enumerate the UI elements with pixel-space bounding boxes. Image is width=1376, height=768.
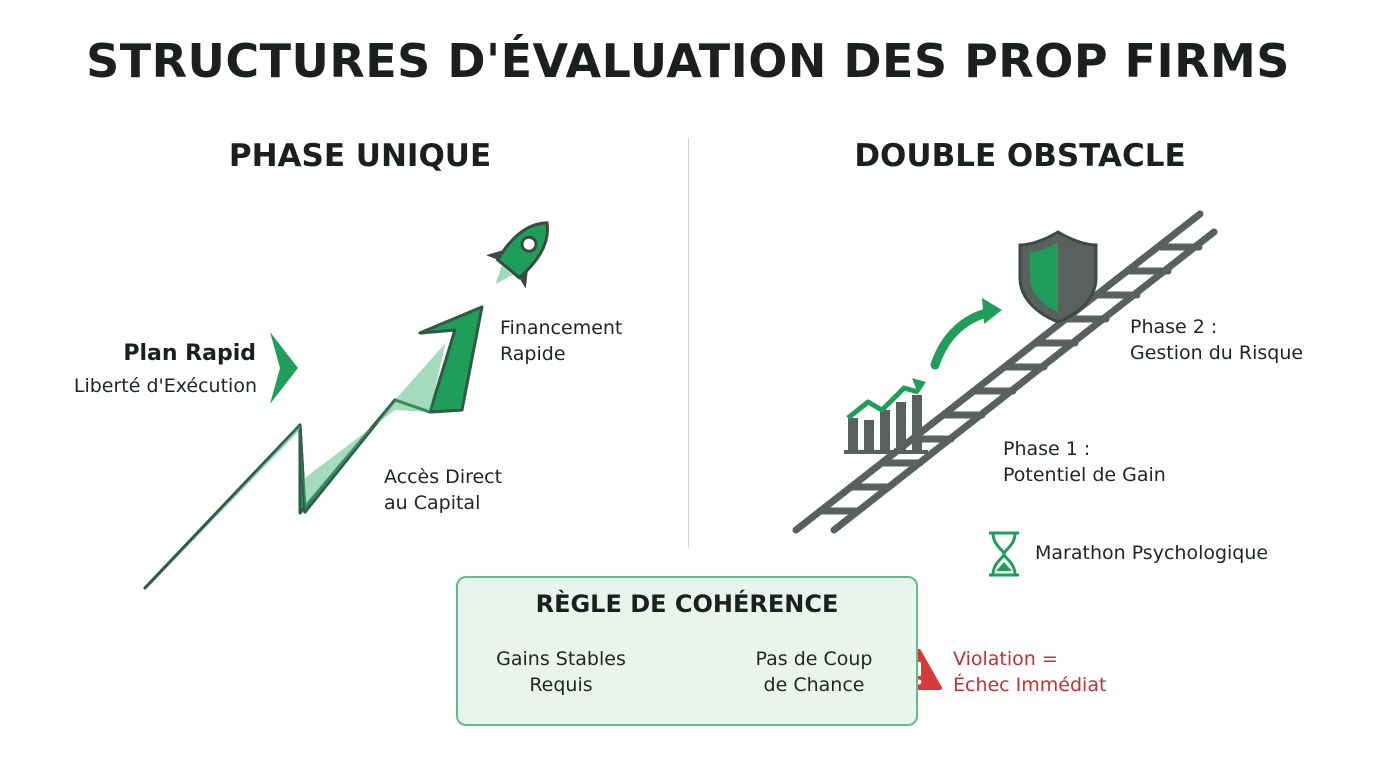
- plan-subtitle: Liberté d'Exécution: [73, 375, 257, 397]
- stable-gains-line1: Gains Stables: [496, 648, 626, 670]
- rule-title: RÈGLE DE COHÉRENCE: [535, 590, 839, 618]
- phase1-label: Phase 1 : Potentiel de Gain: [1003, 436, 1223, 488]
- phase2-label: Phase 2 : Gestion du Risque: [1130, 314, 1350, 366]
- no-luck-line1: Pas de Coup: [755, 648, 873, 670]
- growth-chart-icon: [844, 378, 928, 454]
- shield-icon: [1018, 230, 1098, 324]
- phase2-line1: Phase 2 :: [1130, 316, 1218, 338]
- access-label: Accès Direct au Capital: [384, 464, 554, 516]
- phase1-line2: Potentiel de Gain: [1003, 464, 1166, 486]
- funding-label: Financement Rapide: [500, 315, 670, 367]
- violation-line1: Violation =: [953, 648, 1058, 670]
- access-line2: au Capital: [384, 492, 481, 514]
- stable-gains-line2: Requis: [529, 674, 593, 696]
- hourglass-icon: [989, 531, 1019, 577]
- no-luck-label: Pas de Coup de Chance: [736, 646, 892, 698]
- rocket-icon: [485, 221, 550, 289]
- curved-arrow-icon: [930, 298, 1002, 370]
- access-line1: Accès Direct: [384, 466, 503, 488]
- chevron-right-icon: [270, 332, 298, 404]
- no-luck-line2: de Chance: [763, 674, 865, 696]
- phase2-line2: Gestion du Risque: [1130, 342, 1304, 364]
- violation-line2: Échec Immédiat: [953, 674, 1107, 696]
- plan-title: Plan Rapid: [123, 341, 256, 366]
- stable-gains-label: Gains Stables Requis: [480, 646, 642, 698]
- left-section-title: PHASE UNIQUE: [228, 138, 492, 174]
- marathon-label: Marathon Psychologique: [1035, 542, 1269, 564]
- right-section-title: DOUBLE OBSTACLE: [854, 138, 1186, 174]
- panel-divider: [688, 138, 689, 548]
- violation-label: Violation = Échec Immédiat: [953, 646, 1153, 698]
- page-title: STRUCTURES D'ÉVALUATION DES PROP FIRMS: [86, 34, 1290, 88]
- zigzag-growth-arrow-icon: [143, 305, 484, 590]
- coherence-rule-box: [456, 576, 918, 726]
- funding-line2: Rapide: [500, 343, 566, 365]
- funding-line1: Financement: [500, 317, 623, 339]
- ladder-icon: [792, 210, 1218, 534]
- phase1-line1: Phase 1 :: [1003, 438, 1091, 460]
